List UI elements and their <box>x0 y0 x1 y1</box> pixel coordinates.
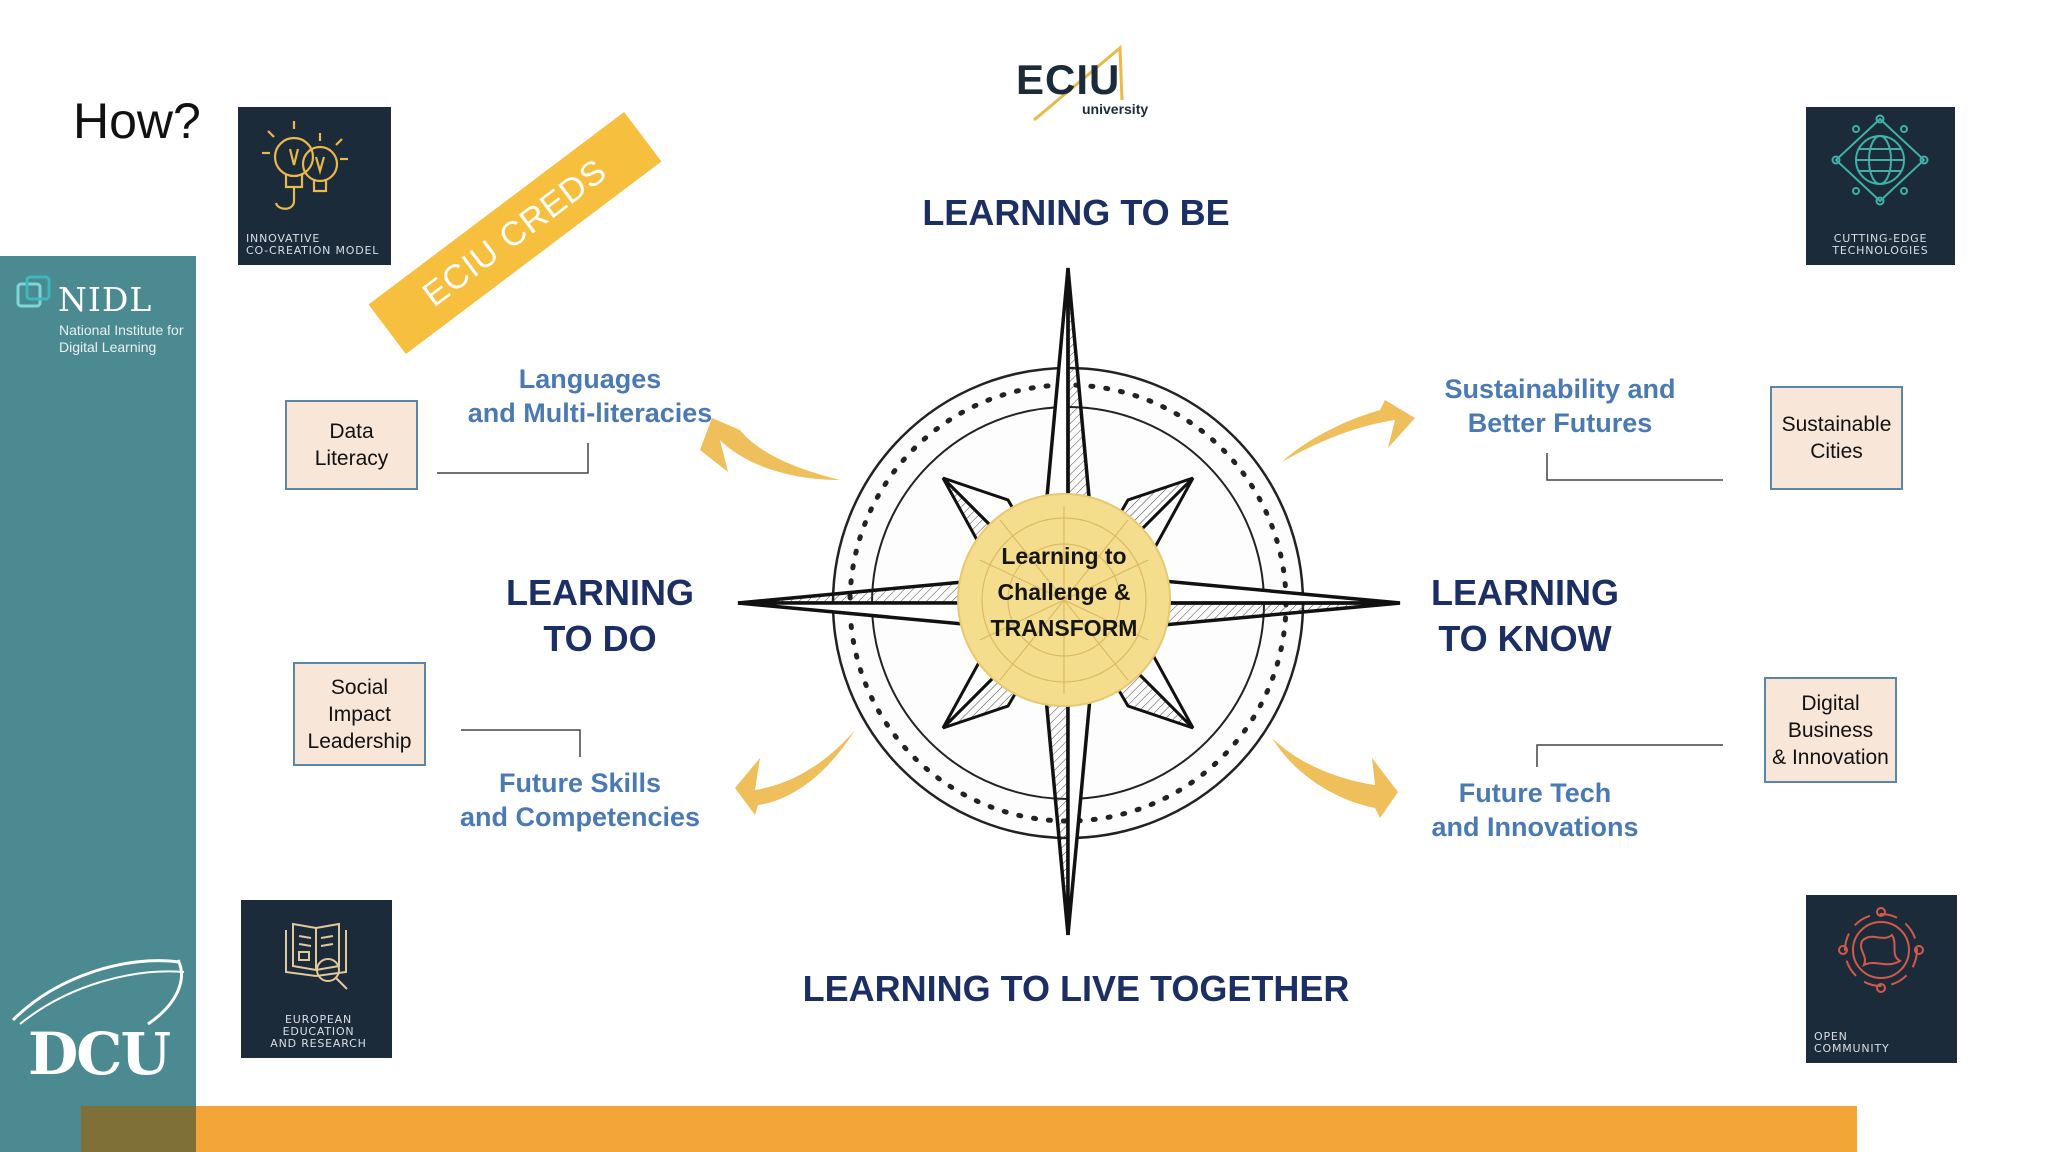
box-social-impact-leadership: Social Impact Leadership <box>293 662 426 766</box>
eciu-logo-subtitle: university <box>1082 101 1149 117</box>
theme-line-1: Languages <box>518 364 662 394</box>
book-magnifier-icon <box>285 922 348 990</box>
tile-cutting-edge-tech: CUTTING-EDGE TECHNOLOGIES <box>1806 107 1955 265</box>
pillar-learning-to-live-together: LEARNING TO LIVE TOGETHER <box>802 968 1350 1009</box>
tile-label: EUROPEAN EDUCATION AND RESEARCH <box>270 1013 367 1050</box>
box-line-1: Digital <box>1801 691 1860 715</box>
pillar-line-1: LEARNING <box>1431 572 1619 613</box>
dcu-logo-text: DCU <box>28 1020 171 1088</box>
center-line-3: TRANSFORM <box>990 615 1138 641</box>
center-network-pattern <box>979 506 1149 694</box>
box-line-2: Literacy <box>314 447 389 470</box>
theme-line-2: and Innovations <box>1431 812 1639 842</box>
theme-line-1: Future Skills <box>498 768 662 798</box>
box-line-2: Impact <box>327 702 391 726</box>
box-line-1: Social <box>330 675 389 699</box>
connector-lines <box>437 443 1723 767</box>
tile-label: CUTTING-EDGE TECHNOLOGIES <box>1832 232 1929 257</box>
slide-title: How? <box>73 93 201 149</box>
nidl-name: NIDL <box>58 280 153 319</box>
box-sustainable-cities: Sustainable Cities <box>1770 386 1903 490</box>
dcu-swoosh-icon <box>11 959 185 1026</box>
theme-line-1: Sustainability and <box>1444 374 1676 404</box>
box-digital-business-innovation: Digital Business & Innovation <box>1764 677 1897 783</box>
theme-line-2: and Multi-literacies <box>467 398 713 428</box>
pillar-learning-to-be: LEARNING TO BE <box>922 192 1230 233</box>
bottom-accent-bar <box>81 1106 1857 1152</box>
box-line-1: Sustainable <box>1781 413 1892 436</box>
box-line-3: Leadership <box>307 729 412 753</box>
theme-line-2: and Competencies <box>459 802 701 832</box>
box-line-3: & Innovation <box>1772 745 1889 769</box>
theme-line-1: Future Tech <box>1458 778 1612 808</box>
pillar-learning-to-do: LEARNING TO DO <box>480 570 720 662</box>
tile-open-community: OPEN COMMUNITY <box>1806 895 1957 1063</box>
bottom-accent-bar-overlap <box>81 1106 196 1152</box>
theme-future-skills: Future Skills and Competencies <box>430 766 730 834</box>
nidl-subtitle: National Institute for Digital Learning <box>59 322 184 355</box>
center-label: Learning to Challenge & TRANSFORM <box>955 538 1173 646</box>
planet-community-icon <box>1838 907 1924 993</box>
gold-arrows <box>700 400 1415 818</box>
box-line-2: Business <box>1787 718 1874 742</box>
nidl-logo-icon <box>16 275 51 308</box>
box-line-1: Data <box>329 420 374 443</box>
theme-sustainability: Sustainability and Better Futures <box>1410 372 1710 440</box>
tile-label: INNOVATIVE CO-CREATION MODEL <box>246 232 380 257</box>
pillar-line-2: TO KNOW <box>1438 618 1612 659</box>
theme-languages: Languages and Multi-literacies <box>430 362 750 430</box>
pillar-line-2: TO DO <box>543 618 657 659</box>
theme-future-tech: Future Tech and Innovations <box>1400 776 1670 844</box>
box-line-2: Cities <box>1810 440 1863 463</box>
theme-line-2: Better Futures <box>1467 408 1653 438</box>
center-line-1: Learning to <box>1001 543 1127 569</box>
eciu-logo-text: ECIU <box>1016 56 1121 103</box>
pillar-learning-to-know: LEARNING TO KNOW <box>1405 570 1645 662</box>
box-data-literacy: Data Literacy <box>285 400 418 490</box>
lightbulbs-icon <box>262 121 348 210</box>
eciu-logo-icon <box>1033 44 1124 122</box>
pillar-line-1: LEARNING <box>506 572 694 613</box>
tile-innovative-co-creation: INNOVATIVE CO-CREATION MODEL <box>238 107 391 265</box>
globe-network-icon <box>1831 114 1929 206</box>
tile-label: OPEN COMMUNITY <box>1814 1030 1890 1055</box>
center-line-2: Challenge & <box>997 579 1131 605</box>
tile-european-education: EUROPEAN EDUCATION AND RESEARCH <box>241 900 392 1058</box>
